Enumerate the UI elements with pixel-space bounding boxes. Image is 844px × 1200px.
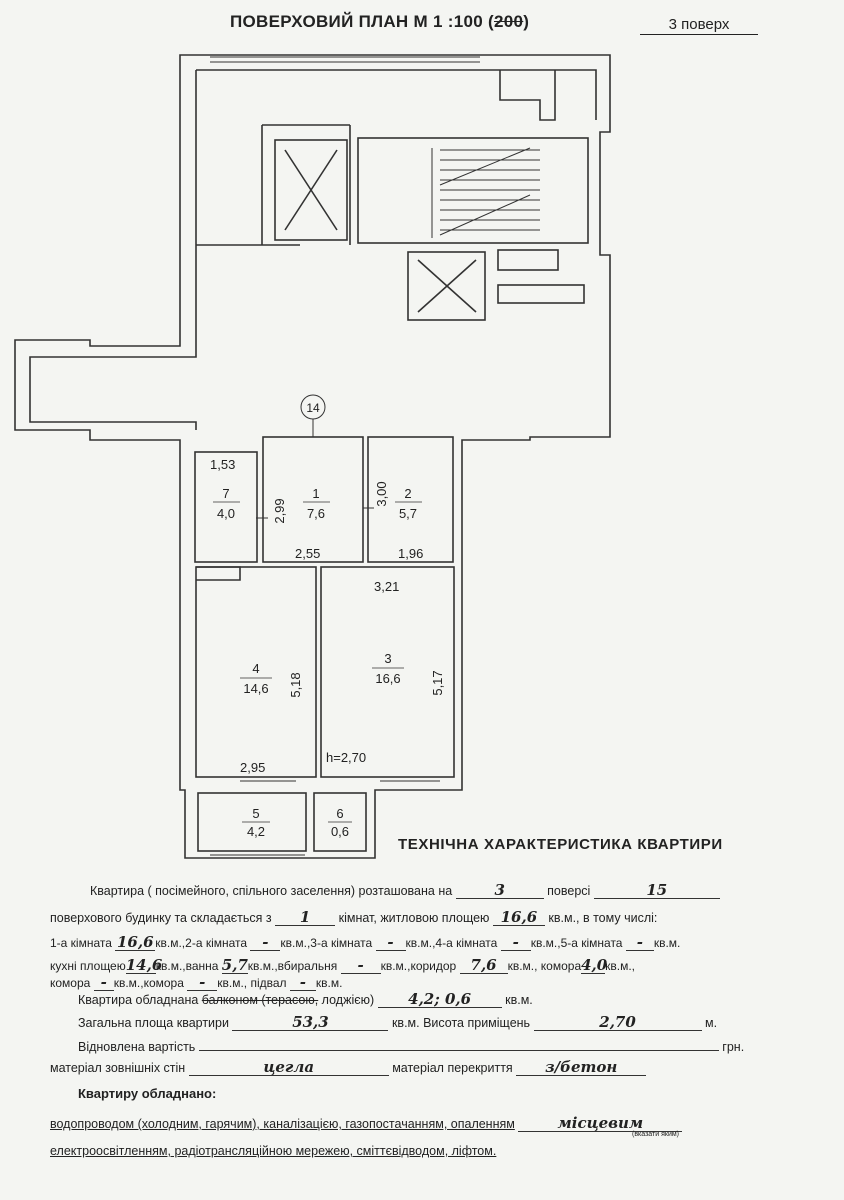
tech-section-title: ТЕХНІЧНА ХАРАКТЕРИСТИКА КВАРТИРИ [398, 836, 723, 853]
floor-number: 3 [455, 883, 544, 899]
tech-line-8: Відновлена вартість грн. [78, 1038, 745, 1054]
dim-2-99: 2,99 [272, 498, 287, 523]
bath-area: 5,7 [221, 956, 248, 974]
axis-label: 14 [306, 401, 320, 415]
room-6-outline [313, 792, 367, 852]
room-4-area: 14,6 [243, 681, 268, 696]
room-7-number: 7 [222, 486, 229, 501]
dim-3-00: 3,00 [374, 481, 389, 506]
ceiling-height: h=2,70 [326, 750, 366, 765]
restored-value-blank [198, 1038, 719, 1051]
tech-line-4: кухні площею14,6кв.м.,ванна 5,7кв.м.,вби… [50, 956, 636, 974]
elevator-shaft-2 [407, 251, 486, 321]
room-6-number: 6 [336, 806, 343, 821]
building-outline [14, 54, 611, 859]
dim-5-18: 5,18 [288, 672, 303, 697]
upper-niche [499, 70, 556, 121]
wall-material: цегла [188, 1060, 389, 1076]
total-floors: 15 [593, 883, 720, 899]
dim-2-55: 2,55 [295, 546, 320, 561]
tech-line-7: Загальна площа квартири 53,3 кв.м. Висот… [78, 1013, 718, 1031]
equipment-line-1: водопроводом (холодним, гарячим), каналі… [50, 1116, 683, 1132]
room-1-area: 7,6 [307, 506, 325, 521]
tech-line-1: Квартира ( посімейного, спільного заселе… [90, 883, 720, 899]
room-7-outline [194, 451, 258, 563]
floor-slab-material: з/бетон [516, 1060, 647, 1076]
service-room-1 [497, 249, 559, 271]
dim-3-21: 3,21 [374, 579, 399, 594]
equipment-line-2: електроосвітленням, радіотрансляційною м… [50, 1144, 497, 1158]
page-title: ПОВЕРХОВИЙ ПЛАН М 1 :100 (200) [230, 12, 530, 31]
room-3-area: 16,6 [375, 671, 400, 686]
tech-line-6: Квартира обладнана балконом (терасою, ло… [78, 990, 533, 1008]
rooms-count: 1 [275, 910, 336, 926]
dim-2-95: 2,95 [240, 760, 265, 775]
room-2-area: 5,7 [399, 506, 417, 521]
tech-line-2: поверхового будинку та складається з 1 к… [50, 908, 658, 926]
tech-line-9: матеріал зовнішніх стін цегла матеріал п… [50, 1060, 647, 1076]
room-1-area-value: 16,6 [115, 933, 156, 951]
pantry-area: 4,0 [581, 956, 608, 974]
room-5-area: 4,2 [247, 824, 265, 839]
balcony-struck: балконом (терасою, [201, 993, 319, 1007]
stairwell [357, 137, 589, 244]
ceiling-height-value: 2,70 [533, 1015, 702, 1031]
equipment-title: Квартиру обладнано: [78, 1086, 217, 1101]
title-scale-struck: 200 [494, 12, 524, 31]
room-6-area: 0,6 [331, 824, 349, 839]
floor-plan: 14 7 4,0 1 7,6 2 5,7 4 14,6 3 16,6 5 4,2… [14, 54, 611, 859]
dim-1-96: 1,96 [398, 546, 423, 561]
elevator-shaft-1 [274, 139, 348, 241]
dim-5-17: 5,17 [430, 670, 445, 695]
room-5-number: 5 [252, 806, 259, 821]
tech-line-5: комора -кв.м.,комора -кв.м., підвал -кв.… [50, 973, 343, 991]
corridor-walls [29, 69, 597, 430]
service-room-2 [497, 284, 585, 304]
room-2-number: 2 [404, 486, 411, 501]
heating-note: (вказати яким) [632, 1131, 679, 1138]
room-7-area: 4,0 [217, 506, 235, 521]
corridor-area: 7,6 [459, 958, 508, 974]
loggia-area: 4,2; 0,6 [377, 992, 502, 1008]
dim-1-53: 1,53 [210, 457, 235, 472]
room-3-number: 3 [384, 651, 391, 666]
living-area: 16,6 [492, 910, 545, 926]
kitchen-area: 14,6 [125, 956, 163, 974]
floor-label: 3 поверх [640, 16, 758, 35]
room-4-number: 4 [252, 661, 259, 676]
room-2-outline [367, 436, 454, 563]
room-1-number: 1 [312, 486, 319, 501]
total-area: 53,3 [232, 1015, 389, 1031]
heating-type: місцевим [518, 1116, 683, 1132]
